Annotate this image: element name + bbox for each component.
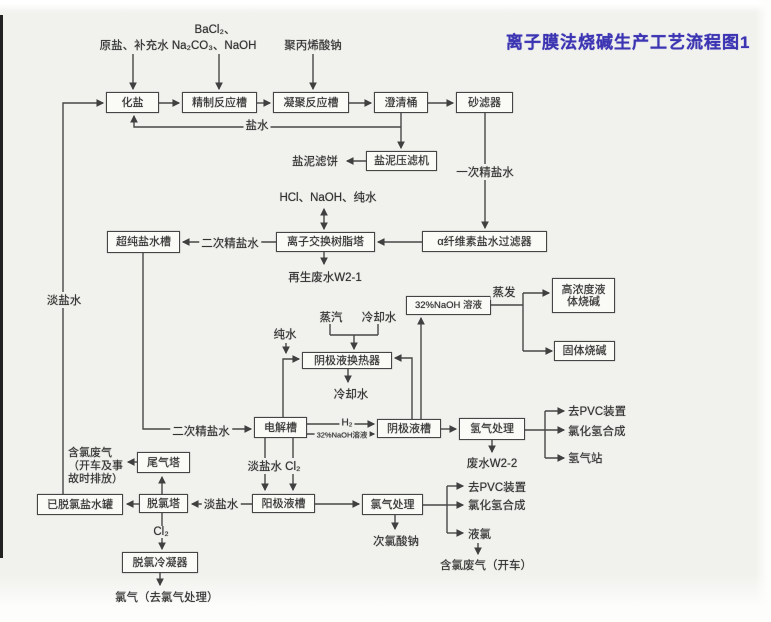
node-ion-exchange-tower: 离子交换树脂塔 (276, 232, 375, 252)
node-catholyte-heat-exchanger: 阴极液换热器 (302, 352, 392, 369)
label-weak-brine-cl2: 淡盐水 Cl₂ (245, 458, 303, 474)
label-hcl-synthesis-hydrogen: 氯化氢合成 (568, 426, 626, 438)
label-brine: 盐水 (243, 117, 271, 133)
label-bacl2: BaCl₂、 (194, 24, 236, 36)
node-electrolyzer: 电解槽 (254, 417, 307, 438)
label-h2-station: 氢气站 (568, 453, 603, 465)
label-cooling-water-out: 冷却水 (333, 389, 369, 401)
photo-edge-top (0, 0, 771, 13)
node-coagulation-reactor: 凝聚反应槽 (273, 92, 349, 113)
node-dechlorination-tower: 脱氯塔 (139, 494, 188, 513)
photo-edge-bottom (0, 574, 771, 622)
node-naoh-solution: 32%NaOH 溶液 (406, 296, 491, 315)
photo-edge-left-bar (0, 15, 3, 558)
label-mud-cake: 盐泥滤饼 (292, 156, 338, 168)
node-dechlorinated-brine-tank: 已脱氯盐水罐 (37, 494, 123, 515)
label-naoh-line: 32%NaOH溶液 (314, 429, 370, 441)
node-salt-dissolver: 化盐 (106, 92, 159, 113)
node-mud-press: 盐泥压滤机 (366, 151, 437, 171)
label-cooling-water-in: 冷却水 (361, 312, 397, 324)
label-steam: 蒸汽 (319, 312, 343, 324)
label-to-pvc-chlorine: 去PVC装置 (468, 482, 527, 494)
label-h2: H₂ (339, 417, 355, 429)
label-primary-brine: 一次精盐水 (454, 164, 516, 180)
label-raw-salt-feed: 原盐、补充水 Na₂CO₃、NaOH (99, 40, 257, 52)
label-waste-water-22: 废水W2-2 (466, 458, 518, 470)
label-chlorine-waste-gas-left: 含氯废气（开车及事故时排放） (68, 447, 123, 485)
label-hcl-synthesis-chlorine: 氯化氢合成 (468, 500, 526, 512)
node-chlorine-treatment: 氯气处理 (362, 494, 423, 515)
label-weak-brine-left: 淡盐水 (44, 292, 84, 308)
label-hcl-naoh-water: HCl、NaOH、纯水 (279, 192, 377, 204)
diagram-title: 离子膜法烧碱生产工艺流程图1 (506, 33, 751, 52)
label-secondary-brine-1: 二次精盐水 (199, 235, 261, 251)
node-cellulose-filter: α纤维素盐水过滤器 (422, 231, 547, 252)
label-regen-waste: 再生废水W2-1 (288, 272, 362, 284)
label-hypochlorite: 次氯酸钠 (373, 536, 419, 548)
label-liquid-chlorine: 液氯 (468, 529, 491, 541)
photo-edge-right (755, 0, 771, 622)
node-refining-reactor: 精制反应槽 (182, 92, 257, 113)
label-polyacrylate: 聚丙烯酸钠 (284, 40, 342, 52)
label-cl2: Cl₂ (151, 526, 171, 538)
label-evaporation: 蒸发 (490, 284, 518, 300)
label-chlorine-waste-gas-right: 含氯废气（开车） (440, 560, 532, 572)
node-clarifier: 澄清桶 (374, 92, 428, 113)
node-ultrapure-brine-tank: 超纯盐水槽 (107, 231, 180, 253)
node-hydrogen-treatment: 氢气处理 (459, 418, 525, 440)
node-dechlorination-condenser: 脱氯冷凝器 (122, 552, 198, 573)
node-tail-gas-tower: 尾气塔 (137, 452, 190, 473)
label-to-pvc-hydrogen: 去PVC装置 (568, 406, 627, 418)
node-solid-caustic: 固体烧碱 (554, 341, 615, 361)
label-chlorine-out: 氯气（去氯气处理） (115, 592, 219, 604)
node-high-conc-liquid-caustic: 高浓度液体烧碱 (552, 278, 615, 313)
node-anolyte-tank: 阳极液槽 (252, 494, 315, 513)
node-catholyte-tank: 阴极液槽 (377, 419, 441, 438)
label-secondary-brine-2: 二次精盐水 (170, 423, 232, 439)
label-weak-brine-mid: 淡盐水 (201, 496, 241, 512)
node-sand-filter: 砂滤器 (456, 92, 513, 113)
label-pure-water: 纯水 (273, 329, 297, 341)
